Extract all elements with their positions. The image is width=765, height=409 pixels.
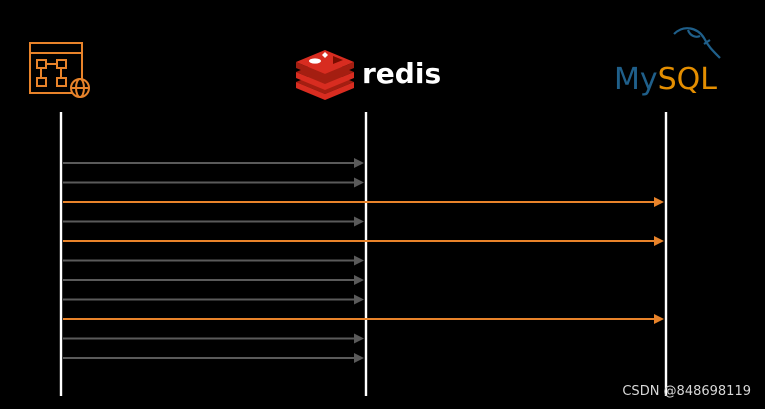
request-arrow-to-redis <box>63 177 364 188</box>
request-arrow-to-redis <box>63 294 364 305</box>
request-arrows <box>63 158 664 363</box>
web-app-icon <box>29 42 90 98</box>
mysql-label-sql: SQL <box>658 62 718 97</box>
svg-text:MySQL: MySQL <box>614 62 717 97</box>
arrow-head <box>354 177 364 188</box>
arrow-head <box>354 275 364 285</box>
arrow-head <box>654 236 664 246</box>
arrow-head <box>354 216 364 227</box>
mysql-logo: MySQL <box>614 27 721 97</box>
request-arrow-to-redis <box>63 216 364 227</box>
request-arrow-to-mysql <box>63 197 664 207</box>
request-arrow-to-redis <box>63 158 364 168</box>
request-arrow-to-redis <box>63 275 364 285</box>
watermark: CSDN @848698119 <box>622 384 751 399</box>
arrow-head <box>654 197 664 207</box>
request-arrow-to-redis <box>63 353 364 363</box>
request-arrow-to-mysql <box>63 314 664 324</box>
request-arrow-to-redis <box>63 255 364 266</box>
arrow-head <box>654 314 664 324</box>
arrow-head <box>354 158 364 168</box>
arrow-head <box>354 294 364 305</box>
request-arrow-to-redis <box>63 333 364 344</box>
redis-logo: redis <box>296 50 441 100</box>
mysql-dolphin-icon <box>673 27 721 59</box>
mysql-label-my: My <box>614 62 658 97</box>
arrow-head <box>354 353 364 363</box>
redis-stack-icon <box>296 50 354 100</box>
redis-label: redis <box>362 57 441 90</box>
arrow-head <box>354 333 364 344</box>
request-arrow-to-mysql <box>63 236 664 246</box>
arrow-head <box>354 255 364 266</box>
